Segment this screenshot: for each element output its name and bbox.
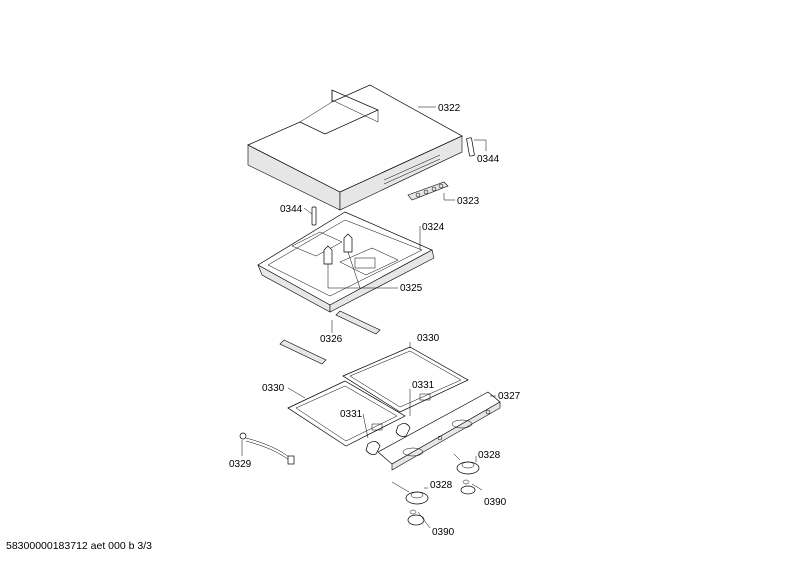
part-0322-cover	[247, 84, 463, 211]
callout-0329: 0329	[229, 459, 252, 470]
part-0327-lamp-panel	[377, 391, 501, 471]
part-0328-right-lamp	[453, 453, 480, 475]
callout-0344-right: 0344	[477, 154, 500, 165]
part-0329-cable	[239, 432, 295, 465]
part-0390-right-ring	[460, 479, 483, 495]
part-0331-handles	[362, 389, 431, 455]
part-0330-right-filter	[342, 342, 469, 413]
part-0390-left-ring	[407, 509, 431, 529]
callout-0327: 0327	[498, 391, 521, 402]
callout-0326: 0326	[320, 334, 343, 345]
part-0344-left-clip	[303, 206, 317, 226]
callout-0328-right: 0328	[478, 450, 501, 461]
part-0326-rails	[279, 310, 381, 365]
callout-0331-right: 0331	[412, 380, 435, 391]
document-id: 58300000183712 aet 000 b 3/3	[6, 540, 152, 552]
part-0344-right-clip	[466, 137, 487, 157]
callout-0330-right: 0330	[417, 333, 440, 344]
part-0324-base-tray	[257, 211, 435, 313]
part-0325-hooks	[323, 233, 398, 289]
callout-0331-left: 0331	[340, 409, 363, 420]
callout-0390-right: 0390	[484, 497, 507, 508]
part-0323-switch-strip	[407, 181, 455, 201]
part-0328-left-lamp	[391, 481, 429, 505]
callout-0323: 0323	[457, 196, 480, 207]
callout-0325: 0325	[400, 283, 423, 294]
callout-0390-left: 0390	[432, 527, 455, 538]
callout-0328-left: 0328	[430, 480, 453, 491]
callout-0324: 0324	[422, 222, 445, 233]
callout-0322: 0322	[438, 103, 461, 114]
callout-0330-left: 0330	[262, 383, 285, 394]
callout-0344-left: 0344	[280, 204, 303, 215]
